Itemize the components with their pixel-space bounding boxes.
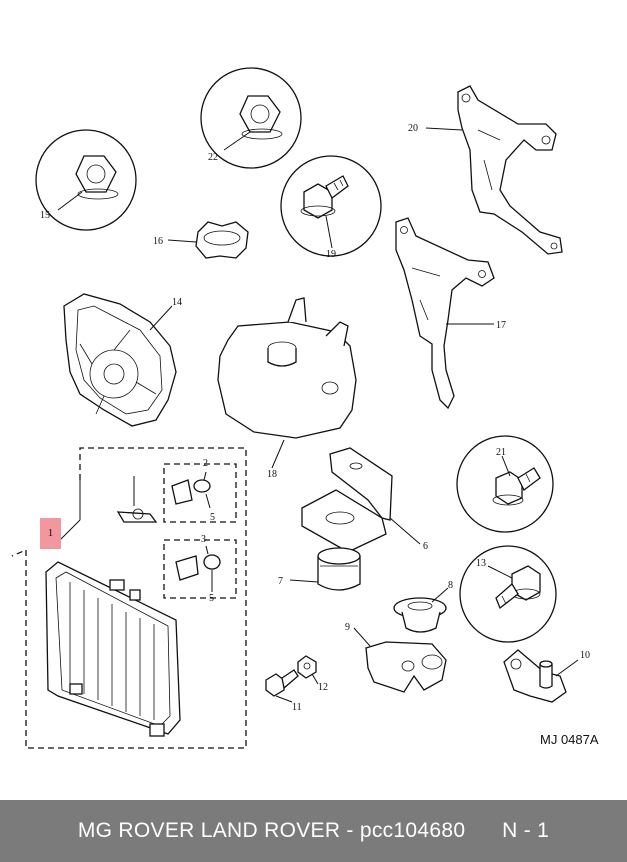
part-16-expansion-tank [217, 297, 357, 469]
callout-18: 17 [496, 320, 506, 331]
highlighted-callout-marker [40, 518, 61, 549]
part-21-bolt [456, 435, 554, 533]
callout-17: 16 [153, 236, 163, 247]
callout-16: 18 [267, 469, 277, 480]
callout-14: 14 [172, 297, 182, 308]
callout-5-upper: 5 [210, 512, 215, 523]
radiator-assembly-group [11, 447, 247, 749]
part-13-bolt [459, 545, 557, 643]
callout-15: 15 [40, 210, 50, 221]
part-6-angle-bracket [301, 447, 421, 553]
drawing-reference-code: MJ 0487A [540, 732, 599, 747]
part-18-support-bracket [395, 217, 495, 410]
callout-9: 9 [345, 622, 350, 633]
callout-21: 21 [496, 447, 506, 458]
part-7-rubber-mount [289, 547, 361, 591]
part-14-fan-cowl [63, 293, 177, 427]
callout-19: 20 [408, 123, 418, 134]
footer-caption: MG ROVER LAND ROVER - pcc104680 N - 1 [77, 819, 550, 842]
callout-5-lower: 5 [209, 593, 214, 604]
footer-bar: MG ROVER LAND ROVER - pcc104680 N - 1 [0, 800, 627, 862]
part-17-filler-cap [167, 221, 249, 259]
callout-1: 1 [47, 527, 54, 539]
callout-8: 8 [448, 580, 453, 591]
callout-20: 19 [326, 249, 336, 260]
callout-22: 22 [208, 152, 218, 163]
callout-11: 11 [292, 702, 302, 713]
callout-12: 12 [318, 682, 328, 693]
part-10-swivel-bracket [503, 649, 579, 703]
callout-10: 10 [580, 650, 590, 661]
part-15-flange-nut [35, 129, 137, 231]
exploded-parts-diagram: 22 15 19 16 20 [11, 67, 599, 749]
part-12-nut [297, 655, 319, 685]
part-22-flange-nut [200, 67, 302, 169]
part-20-flange-bolt [280, 155, 382, 257]
part-9-mounting-bracket [353, 627, 447, 693]
callout-6: 6 [423, 541, 428, 552]
callout-13: 13 [476, 558, 486, 569]
callout-2: 2 [203, 458, 208, 469]
part-11-bolt [265, 669, 299, 703]
callout-3: 3 [201, 534, 206, 545]
part-19-mounting-bracket [425, 85, 563, 255]
part-8-grommet [393, 587, 449, 633]
callout-7: 7 [278, 576, 283, 587]
